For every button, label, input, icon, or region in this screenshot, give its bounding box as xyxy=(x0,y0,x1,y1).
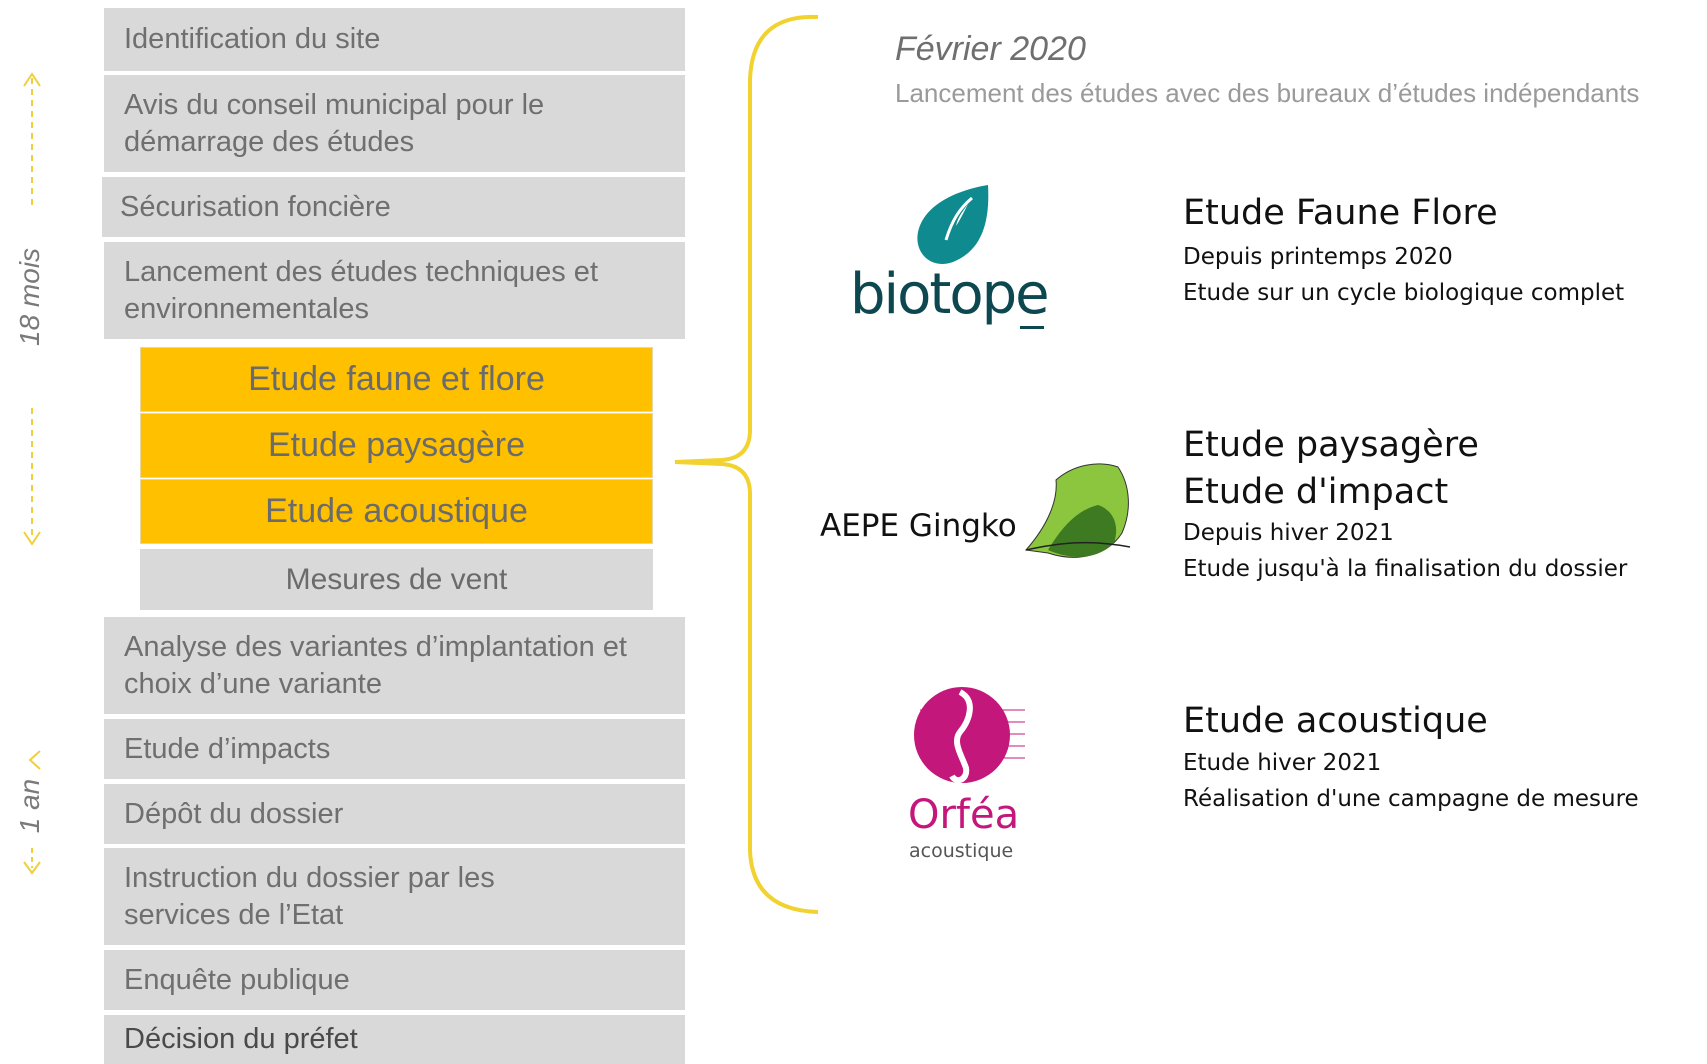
study-paysagere-line-2: Etude jusqu'à la finalisation du dossier xyxy=(1183,556,1628,582)
step-securisation: Sécurisation foncière xyxy=(102,177,685,237)
header-date: Février 2020 xyxy=(895,30,1086,68)
duration-label-1-an: 1 an xyxy=(14,778,45,834)
step-decision-prefet: Décision du préfet xyxy=(104,1015,685,1064)
arrow-1-an-bottom xyxy=(23,848,41,875)
substep-label: Mesures de vent xyxy=(285,562,508,596)
aepe-gingko-wordmark: AEPE Gingko xyxy=(820,508,1017,544)
substep-faune-flore: Etude faune et flore xyxy=(140,347,653,412)
biotope-underline xyxy=(1020,326,1044,329)
orfea-logo: Orféa acoustique xyxy=(895,680,1045,862)
arrow-1-an-top xyxy=(28,750,41,770)
step-depot-dossier: Dépôt du dossier xyxy=(104,784,685,844)
orfea-subtitle: acoustique xyxy=(909,840,1014,862)
step-label: Analyse des variantes d’implantation et … xyxy=(124,630,627,700)
step-label: Dépôt du dossier xyxy=(124,797,344,830)
step-enquete-publique: Enquête publique xyxy=(104,950,685,1010)
step-label: Décision du préfet xyxy=(124,1023,358,1055)
study-acoustique-line-1: Etude hiver 2021 xyxy=(1183,750,1382,776)
substep-label: Etude faune et flore xyxy=(248,360,545,398)
step-etude-impacts: Etude d’impacts xyxy=(104,719,685,779)
substep-label: Etude paysagère xyxy=(267,426,526,464)
substep-mesures-vent: Mesures de vent xyxy=(140,549,653,610)
substep-acoustique: Etude acoustique xyxy=(140,479,653,544)
study-acoustique-line-2: Réalisation d'une campagne de mesure xyxy=(1183,786,1639,812)
orfea-wordmark: Orféa xyxy=(908,792,1020,838)
arrow-18-mois-top xyxy=(23,72,41,205)
brace-connector xyxy=(674,14,819,914)
study-impact-title: Etude d'impact xyxy=(1183,472,1449,512)
step-label: Instruction du dossier par les services … xyxy=(124,861,495,931)
step-instruction-dossier: Instruction du dossier par les services … xyxy=(104,848,685,945)
study-faune-flore-line-1: Depuis printemps 2020 xyxy=(1183,244,1453,270)
duration-label-18-mois: 18 mois xyxy=(14,247,45,346)
step-identification: Identification du site xyxy=(104,8,685,71)
step-avis-conseil: Avis du conseil municipal pour le démarr… xyxy=(104,75,685,172)
study-acoustique-title: Etude acoustique xyxy=(1183,701,1488,741)
step-label: Identification du site xyxy=(124,23,381,55)
aepe-gingko-logo: AEPE Gingko xyxy=(818,455,1133,565)
step-label: Etude d’impacts xyxy=(124,732,331,765)
step-label: Enquête publique xyxy=(124,963,350,996)
biotope-wordmark: biotope xyxy=(850,262,1050,327)
biotope-drop-icon xyxy=(917,185,989,264)
substep-label: Etude acoustique xyxy=(265,492,528,530)
step-analyse-variantes: Analyse des variantes d’implantation et … xyxy=(104,617,685,714)
study-faune-flore-title: Etude Faune Flore xyxy=(1183,193,1498,233)
orfea-ear-icon xyxy=(914,687,1025,784)
arrow-18-mois-bottom xyxy=(23,408,41,546)
step-label: Sécurisation foncière xyxy=(120,190,391,223)
substep-paysagere: Etude paysagère xyxy=(140,413,653,478)
gingko-leaf-icon xyxy=(1025,463,1131,558)
study-paysagere-line-1: Depuis hiver 2021 xyxy=(1183,520,1394,546)
study-paysagere-title: Etude paysagère xyxy=(1183,425,1479,465)
step-label: Lancement des études techniques et envir… xyxy=(124,255,598,325)
study-faune-flore-line-2: Etude sur un cycle biologique complet xyxy=(1183,280,1625,306)
biotope-logo: biotope xyxy=(850,180,1060,330)
step-label: Avis du conseil municipal pour le démarr… xyxy=(124,88,545,158)
header-subtitle: Lancement des études avec des bureaux d’… xyxy=(895,78,1640,108)
duration-arrows xyxy=(23,72,41,875)
step-lancement-etudes: Lancement des études techniques et envir… xyxy=(104,242,685,339)
